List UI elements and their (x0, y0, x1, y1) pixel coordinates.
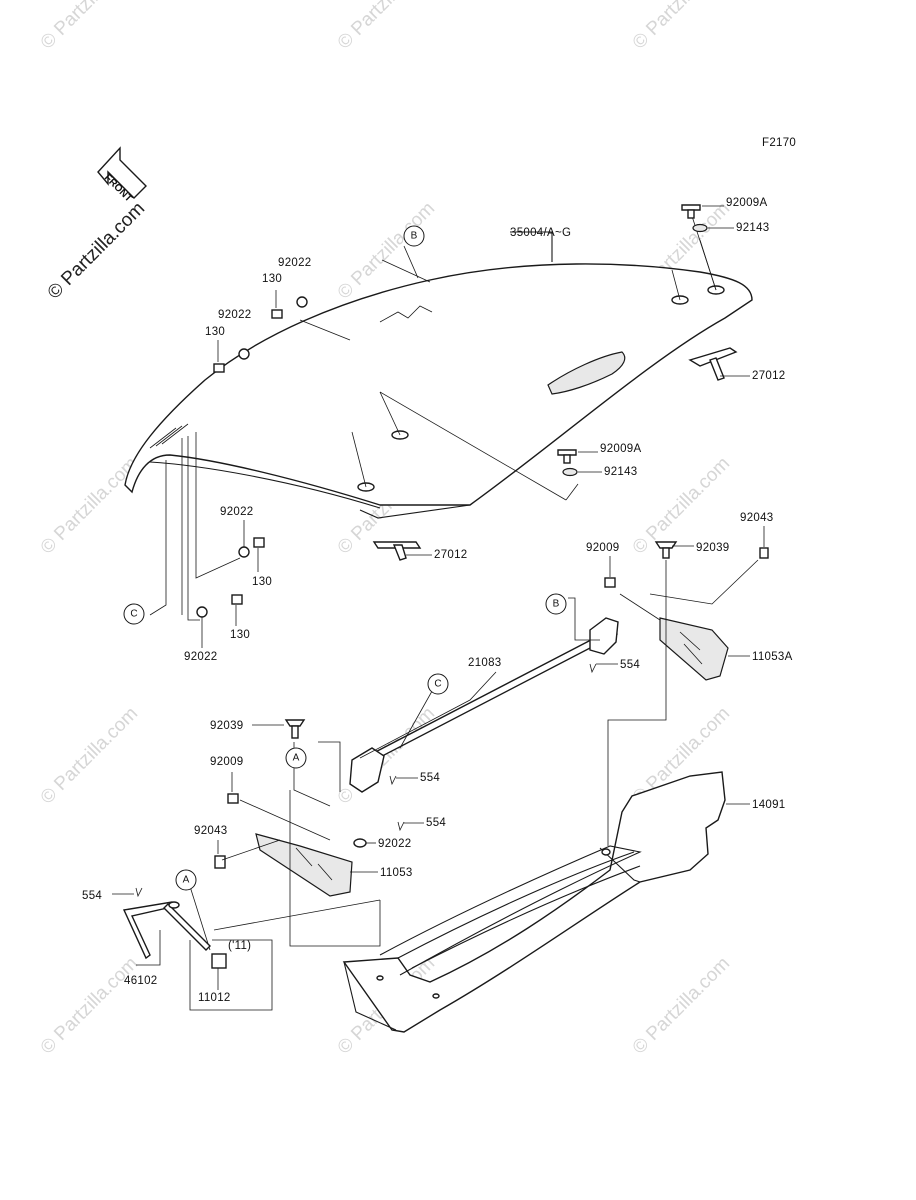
ref-B-top: B (403, 225, 425, 247)
roof-panel (124, 263, 753, 519)
watermark: © Partzilla.com (37, 453, 142, 558)
callout-92143-mid: 92143 (604, 466, 637, 478)
callout-92009A-mid: 92009A (600, 443, 641, 455)
callout-92039-right: 92039 (696, 542, 729, 554)
roof-fasteners (196, 204, 738, 618)
callout-554-a: 554 (620, 659, 640, 671)
callout-130-d: 130 (230, 629, 250, 641)
callout-92009-right: 92009 (586, 542, 619, 554)
watermark: © Partzilla.com (334, 0, 439, 54)
callout-14091: 14091 (752, 799, 785, 811)
corner-watermark: © Partzilla.com (44, 198, 149, 303)
callout-92022-d: 92022 (184, 651, 217, 663)
ref-B-top-label: B (411, 231, 418, 242)
callout-92009-left: 92009 (210, 756, 243, 768)
callout-92022-b: 92022 (218, 309, 251, 321)
callout-year-note: ('11) (228, 940, 251, 952)
ref-C-left-label: C (130, 609, 137, 620)
callout-92009A-top: 92009A (726, 197, 767, 209)
callout-92043-right: 92043 (740, 512, 773, 524)
watermark: © Partzilla.com (37, 703, 142, 808)
ref-B-mid-label: B (553, 599, 560, 610)
ref-A-low-label: A (183, 875, 190, 886)
callout-92043-left: 92043 (194, 825, 227, 837)
callout-11053A: 11053A (752, 651, 793, 663)
callout-labels: 35004/A~G 92009A 92143 27012 92009A 9214… (82, 197, 793, 1004)
roof-leaders (149, 209, 717, 621)
callout-130-a: 130 (262, 273, 282, 285)
watermark-layer: © Partzilla.com © Partzilla.com © Partzi… (37, 0, 734, 1059)
callout-130-c: 130 (252, 576, 272, 588)
support-rod-assembly (135, 541, 769, 898)
callout-92039-left: 92039 (210, 720, 243, 732)
figure-code: F2170 (762, 137, 796, 149)
callout-11012: 11012 (198, 992, 231, 1004)
watermark: © Partzilla.com (334, 703, 439, 808)
ref-C-mid: C (427, 673, 449, 695)
callout-554-d: 554 (82, 890, 102, 902)
ref-A-mid-label: A (293, 753, 300, 764)
watermark: © Partzilla.com (37, 0, 142, 54)
front-arrow-icon: FRONT (97, 146, 147, 204)
tray-panel (342, 771, 726, 1033)
callout-35004: 35004/A~G (510, 227, 571, 239)
watermark: © Partzilla.com (37, 953, 142, 1058)
callout-130-b: 130 (205, 326, 225, 338)
callout-92022-a: 92022 (278, 257, 311, 269)
watermark: © Partzilla.com (629, 0, 734, 54)
ref-B-mid: B (545, 593, 567, 615)
ref-C-mid-label: C (434, 679, 441, 690)
callout-92022-c: 92022 (220, 506, 253, 518)
prop-rod (122, 901, 227, 969)
callout-27012-left: 27012 (434, 549, 467, 561)
callout-27012-right: 27012 (752, 370, 785, 382)
ref-A-mid: A (285, 747, 307, 769)
ref-A-low: A (175, 869, 197, 891)
callout-92022-e: 92022 (378, 838, 411, 850)
year-note-box (136, 930, 273, 1011)
callout-11053: 11053 (380, 867, 413, 879)
callout-21083: 21083 (468, 657, 501, 669)
callout-554-c: 554 (426, 817, 446, 829)
watermark: © Partzilla.com (629, 953, 734, 1058)
ref-C-left: C (123, 603, 145, 625)
callout-46102: 46102 (124, 975, 157, 987)
callout-554-b: 554 (420, 772, 440, 784)
support-leaders (187, 559, 759, 951)
callout-92143-top: 92143 (736, 222, 769, 234)
